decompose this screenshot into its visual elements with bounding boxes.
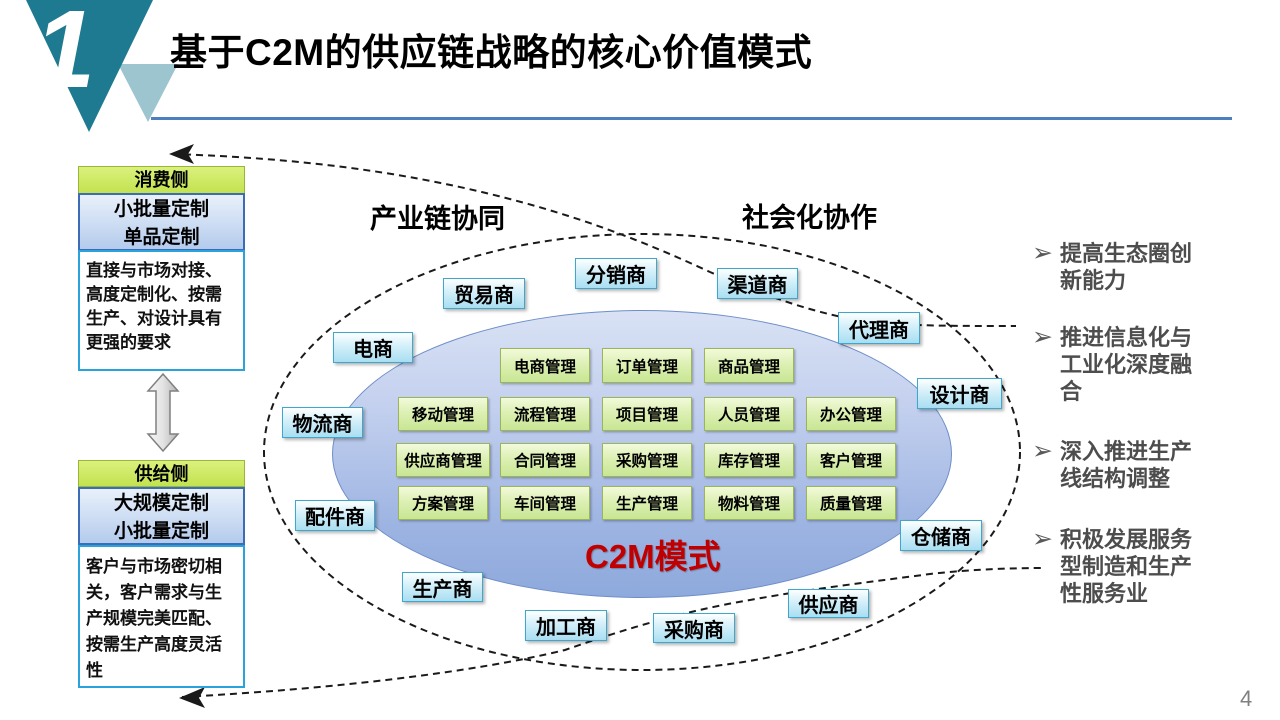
grid-box: 电商管理 <box>500 348 590 383</box>
grid-box: 车间管理 <box>500 486 590 520</box>
grid-box: 客户管理 <box>806 443 896 477</box>
double-arrow <box>146 372 180 453</box>
grid-box: 项目管理 <box>602 397 692 431</box>
consumer-side-header: 消费侧 <box>78 166 245 194</box>
grid-box: 流程管理 <box>500 397 590 431</box>
grid-box: 办公管理 <box>806 397 896 431</box>
page-number: 4 <box>1240 686 1253 711</box>
ring-label: 生产商 <box>402 572 483 602</box>
ring-label: 配件商 <box>295 500 375 531</box>
grid-box: 采购管理 <box>602 443 692 477</box>
top-connector-line <box>171 153 1017 327</box>
ring-label: 代理商 <box>838 312 920 344</box>
supplier-side-header: 供给侧 <box>78 460 245 487</box>
ring-label: 供应商 <box>788 589 869 618</box>
section-number: 1 <box>34 0 96 111</box>
c2m-mode-label: C2M模式 <box>585 538 721 575</box>
top-connector-arrowhead <box>169 144 194 164</box>
bullet-item: ➢提高生态圈创 新能力 <box>1032 239 1192 293</box>
grid-box: 合同管理 <box>500 443 590 477</box>
ring-label: 渠道商 <box>717 268 798 299</box>
grid-box: 订单管理 <box>602 348 692 383</box>
bullet-arrow-icon: ➢ <box>1032 437 1053 465</box>
consumer-mode-box: 小批量定制 单品定制 <box>78 193 245 251</box>
bullet-arrow-icon: ➢ <box>1032 525 1053 553</box>
bullet-item: ➢积极发展服务 型制造和生产 性服务业 <box>1032 525 1192 606</box>
label-industry-chain: 产业链协同 <box>370 204 505 234</box>
grid-box: 生产管理 <box>602 486 692 520</box>
ring-label: 采购商 <box>653 613 735 643</box>
ring-label: 设计商 <box>917 378 1002 409</box>
ring-label: 贸易商 <box>443 278 525 309</box>
ring-label: 电商 <box>333 332 413 363</box>
title-underline <box>151 117 1232 120</box>
grid-box: 方案管理 <box>398 486 488 520</box>
grid-box: 供应商管理 <box>396 443 490 477</box>
grid-box: 移动管理 <box>398 397 488 431</box>
bullet-item: ➢推进信息化与 工业化深度融 合 <box>1032 323 1192 404</box>
grid-box: 人员管理 <box>704 397 794 431</box>
consumer-desc-box: 直接与市场对接、 高度定制化、按需 生产、对设计具有 更强的要求 <box>78 250 245 371</box>
ring-label: 仓储商 <box>900 520 982 551</box>
grid-box: 商品管理 <box>704 348 794 383</box>
bullet-arrow-icon: ➢ <box>1032 323 1053 351</box>
bottom-connector-arrowhead <box>179 687 205 708</box>
grid-box: 质量管理 <box>806 486 896 520</box>
label-social-collab: 社会化协作 <box>742 203 877 233</box>
grid-box: 物料管理 <box>704 486 794 520</box>
ring-label: 加工商 <box>525 610 607 641</box>
supplier-desc-box: 客户与市场密切相 关，客户需求与生 产规模完美匹配、 按需生产高度灵活 性 <box>78 545 245 688</box>
slide-title: 基于C2M的供应链战略的核心价值模式 <box>170 32 813 73</box>
corner-triangle-small <box>118 64 178 122</box>
supplier-mode-box: 大规模定制 小批量定制 <box>78 487 245 545</box>
ring-label: 物流商 <box>282 407 363 438</box>
grid-box: 库存管理 <box>704 443 794 477</box>
ring-label: 分销商 <box>575 258 657 289</box>
bullet-arrow-icon: ➢ <box>1032 239 1053 267</box>
bullet-item: ➢深入推进生产 线结构调整 <box>1032 437 1192 491</box>
